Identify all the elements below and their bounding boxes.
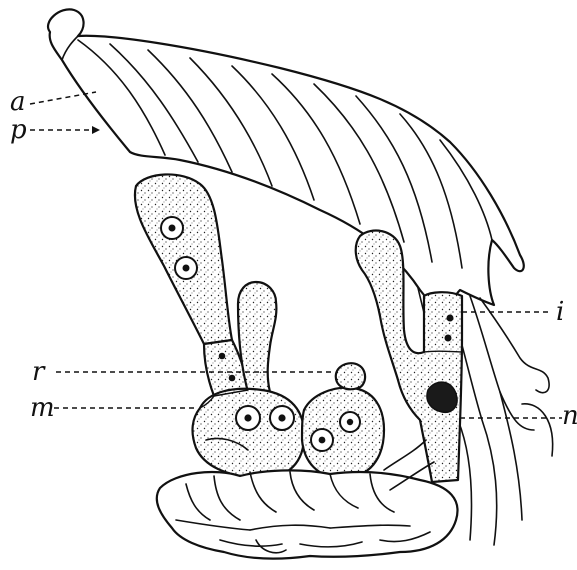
leader-p-arrowhead bbox=[92, 126, 100, 134]
label-r: r bbox=[32, 357, 46, 387]
upper-leaf-scale bbox=[48, 9, 524, 330]
right-basal-cell bbox=[302, 388, 384, 478]
left-basal-cells bbox=[193, 389, 305, 478]
small-bud bbox=[336, 363, 365, 389]
label-p: p bbox=[10, 115, 27, 145]
label-n: n bbox=[562, 401, 577, 431]
label-m: m bbox=[30, 393, 55, 423]
left-tall-cell bbox=[135, 174, 232, 344]
label-i: i bbox=[556, 297, 564, 327]
middle-finger-cell bbox=[238, 282, 276, 392]
label-a: a bbox=[10, 87, 26, 117]
leader-a bbox=[30, 92, 96, 104]
